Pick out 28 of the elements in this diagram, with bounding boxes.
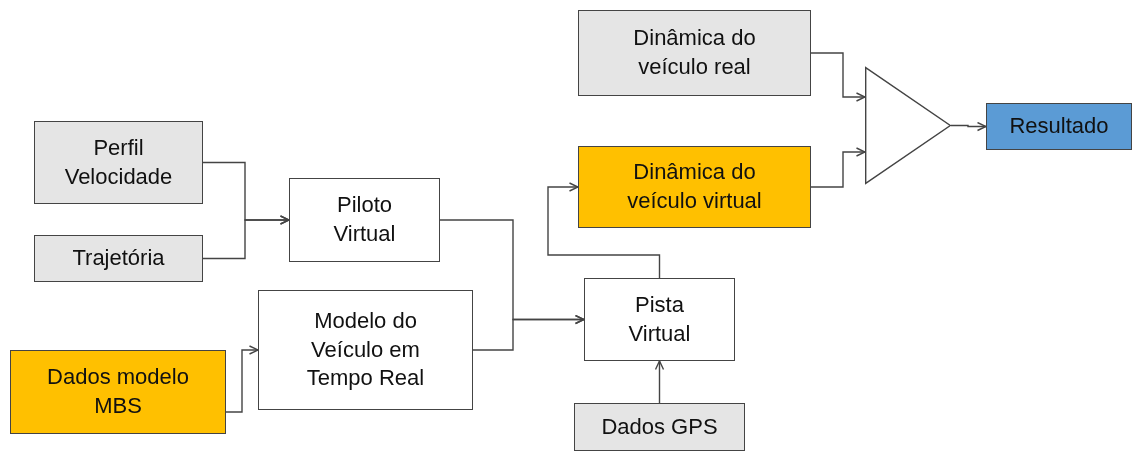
box-label: Dados modelo MBS [46,363,190,420]
box-label: Piloto Virtual [332,191,397,248]
arrow [950,121,987,132]
box-label: Modelo do Veículo em Tempo Real [305,307,426,393]
process-box [34,235,203,282]
arrow [472,314,585,351]
process-box [289,178,440,262]
arrow [810,52,866,102]
arrow [810,147,866,188]
process-box [10,350,226,434]
box-label: Dados GPS [600,412,719,441]
arrow [654,360,665,404]
process-box [574,403,745,451]
process-box [578,146,811,228]
box-label: Pista Virtual [627,290,692,348]
process-box [584,278,735,361]
arrow [547,182,661,279]
arrow [202,215,290,260]
box-label: Perfil Velocidade [63,133,174,191]
process-box [34,121,203,204]
process-box [986,103,1132,150]
box-label: Dinâmica do veículo real [632,24,757,81]
arrow [225,345,259,413]
process-box [258,290,473,410]
box-label: Dinâmica do veículo virtual [626,158,763,215]
box-label: Trajetória [71,244,166,273]
process-box [578,10,811,96]
box-label: Resultado [1008,112,1110,141]
